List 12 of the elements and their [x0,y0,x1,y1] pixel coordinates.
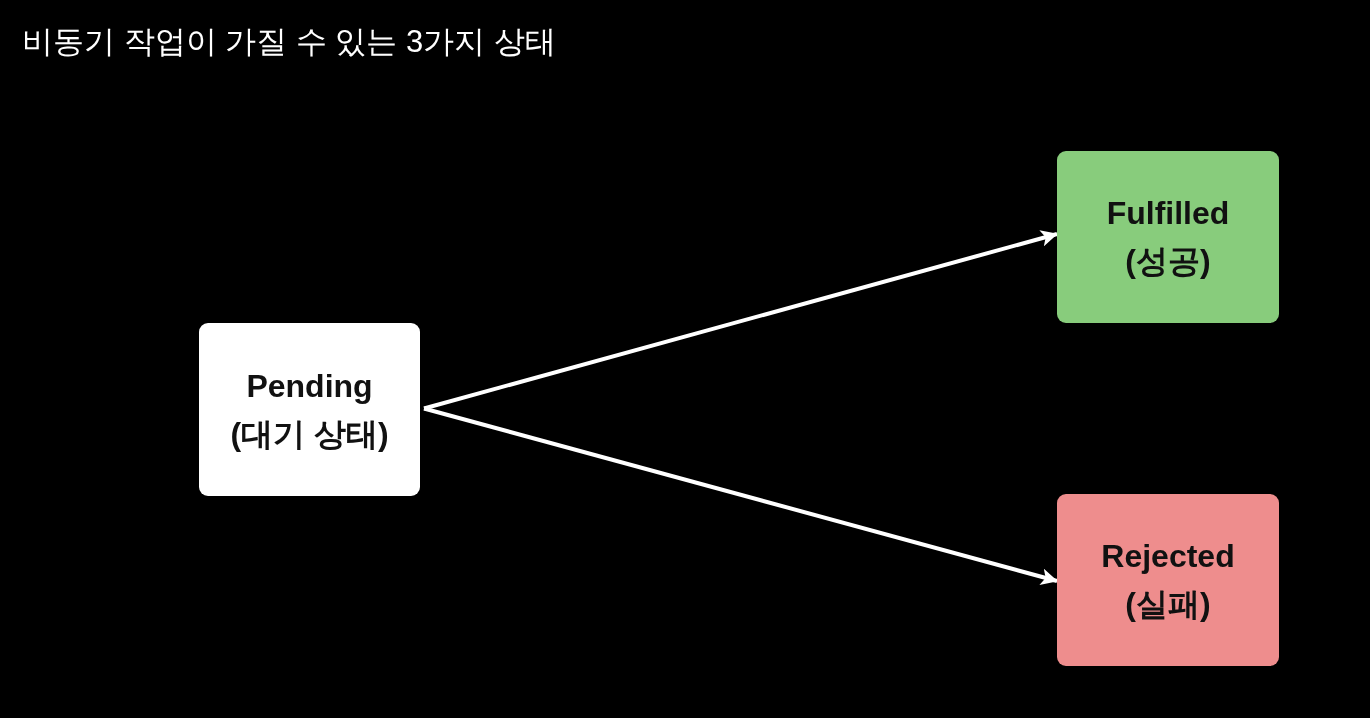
state-box [199,323,420,496]
state-name: Rejected [1101,537,1235,576]
arrow [423,230,1058,411]
state-translation: (실패) [1125,585,1211,624]
arrow [423,406,1058,585]
state-translation: (대기 상태) [230,414,389,454]
state-box [1057,151,1279,323]
title: 비동기 작업이 가질 수 있는 3가지 상태 [22,23,556,61]
state-name: Fulfilled [1106,194,1230,233]
state-box [1057,494,1279,666]
state-name: Pending [246,366,373,406]
state-translation: (성공) [1125,242,1211,281]
